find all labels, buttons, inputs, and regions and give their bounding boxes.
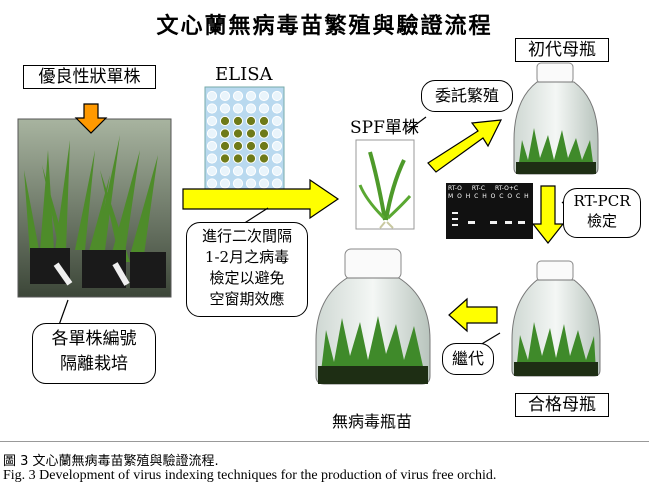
gel-labels: RT-O RT-C RT-O+C M O H C H O C O C H bbox=[448, 185, 532, 200]
elisa-well bbox=[258, 165, 270, 177]
elisa-well bbox=[271, 140, 283, 152]
elisa-well bbox=[271, 90, 283, 102]
gel-group3: RT-O+C bbox=[494, 185, 519, 192]
elisa-well bbox=[206, 178, 218, 189]
elisa-well bbox=[271, 128, 283, 139]
elisa-well bbox=[271, 178, 283, 189]
elisa-well bbox=[206, 128, 218, 139]
gel-group1: RT-O bbox=[448, 185, 462, 192]
callout-subculture: 繼代 bbox=[442, 343, 494, 375]
elisa-plate-image bbox=[204, 86, 285, 193]
elisa-well bbox=[258, 103, 270, 114]
label-qualified-mother-bottle: 合格母瓶 bbox=[515, 393, 609, 417]
caption-chinese: 圖 3 文心蘭無病毒苗繁殖與驗證流程. bbox=[3, 454, 219, 469]
greenhouse-photo bbox=[17, 118, 172, 298]
elisa-well bbox=[206, 140, 218, 152]
elisa-well bbox=[271, 153, 283, 164]
gel-lanes: M O H C H O C O C H bbox=[448, 193, 530, 200]
arrow-down-rtpcr bbox=[531, 185, 565, 244]
elisa-well bbox=[258, 115, 270, 127]
callout-rt-pcr: RT-PCR 檢定 bbox=[563, 188, 641, 238]
elisa-well bbox=[206, 103, 218, 114]
elisa-well bbox=[219, 128, 231, 139]
label-virus-free-seedlings: 無病毒瓶苗 bbox=[332, 412, 413, 431]
elisa-well bbox=[219, 90, 231, 102]
elisa-well bbox=[232, 128, 244, 139]
retest-line3: 檢定以避免 bbox=[209, 269, 285, 287]
elisa-well bbox=[258, 90, 270, 102]
label-elite-plant: 優良性狀單株 bbox=[23, 65, 156, 89]
elisa-well bbox=[271, 165, 283, 177]
elisa-well bbox=[245, 153, 257, 164]
elisa-well bbox=[206, 153, 218, 164]
elisa-well bbox=[219, 153, 231, 164]
elisa-well bbox=[232, 178, 244, 189]
elisa-well bbox=[219, 140, 231, 152]
label-elisa: ELISA bbox=[215, 64, 273, 85]
retest-line1: 進行二次間隔 bbox=[201, 227, 292, 245]
label-initial-mother-bottle: 初代母瓶 bbox=[515, 38, 609, 62]
elisa-well bbox=[245, 128, 257, 139]
arrow-down-orange bbox=[74, 103, 108, 134]
arrow-to-initial-bottle bbox=[427, 119, 503, 173]
arrow-left-subculture bbox=[448, 297, 498, 333]
elisa-well bbox=[219, 165, 231, 177]
label-spf-plant: SPF單株 bbox=[350, 118, 419, 138]
elisa-well bbox=[245, 103, 257, 114]
elisa-well bbox=[206, 115, 218, 127]
numbering-line2: 隔離栽培 bbox=[60, 354, 128, 374]
rt-pcr-line1: RT-PCR bbox=[573, 192, 631, 210]
elisa-well bbox=[245, 90, 257, 102]
initial-mother-bottle-jar bbox=[513, 62, 599, 175]
callout-numbering: 各單株編號 隔離栽培 bbox=[32, 323, 156, 384]
elisa-well bbox=[232, 115, 244, 127]
elisa-well bbox=[271, 115, 283, 127]
rt-pcr-gel-image bbox=[446, 183, 533, 239]
callout-entrust-propagation: 委託繁殖 bbox=[421, 80, 513, 112]
elisa-well bbox=[232, 165, 244, 177]
elisa-well bbox=[258, 178, 270, 189]
callout-retest: 進行二次間隔 1-2月之病毒 檢定以避免 空窗期效應 bbox=[186, 222, 308, 317]
elisa-well bbox=[271, 103, 283, 114]
elisa-well bbox=[232, 153, 244, 164]
elisa-well bbox=[219, 115, 231, 127]
retest-line2: 1-2月之病毒 bbox=[204, 248, 290, 266]
elisa-well bbox=[258, 128, 270, 139]
elisa-well bbox=[219, 178, 231, 189]
qualified-mother-bottle-jar bbox=[511, 260, 601, 377]
elisa-well bbox=[245, 115, 257, 127]
diagram-title: 文心蘭無病毒苗繁殖與驗證流程 bbox=[156, 13, 493, 39]
numbering-line1: 各單株編號 bbox=[51, 329, 137, 349]
elisa-well bbox=[245, 178, 257, 189]
retest-line4: 空窗期效應 bbox=[209, 290, 285, 308]
elisa-well bbox=[245, 140, 257, 152]
elisa-well bbox=[258, 153, 270, 164]
elisa-well bbox=[245, 165, 257, 177]
elisa-well bbox=[206, 90, 218, 102]
flow-arrows bbox=[74, 103, 565, 333]
caption-english: Fig. 3 Development of virus indexing tec… bbox=[3, 468, 497, 483]
elisa-well bbox=[258, 140, 270, 152]
elisa-well bbox=[232, 103, 244, 114]
elisa-well bbox=[219, 103, 231, 114]
virus-free-seedlings-jar bbox=[315, 248, 431, 385]
elisa-well bbox=[206, 165, 218, 177]
elisa-well bbox=[232, 140, 244, 152]
elisa-well bbox=[232, 90, 244, 102]
rt-pcr-line2: 檢定 bbox=[586, 212, 617, 230]
gel-group2: RT-C bbox=[471, 185, 486, 192]
caption-divider bbox=[0, 441, 649, 442]
arrow-to-spf bbox=[182, 178, 340, 220]
spf-plantlet-photo bbox=[355, 139, 415, 230]
